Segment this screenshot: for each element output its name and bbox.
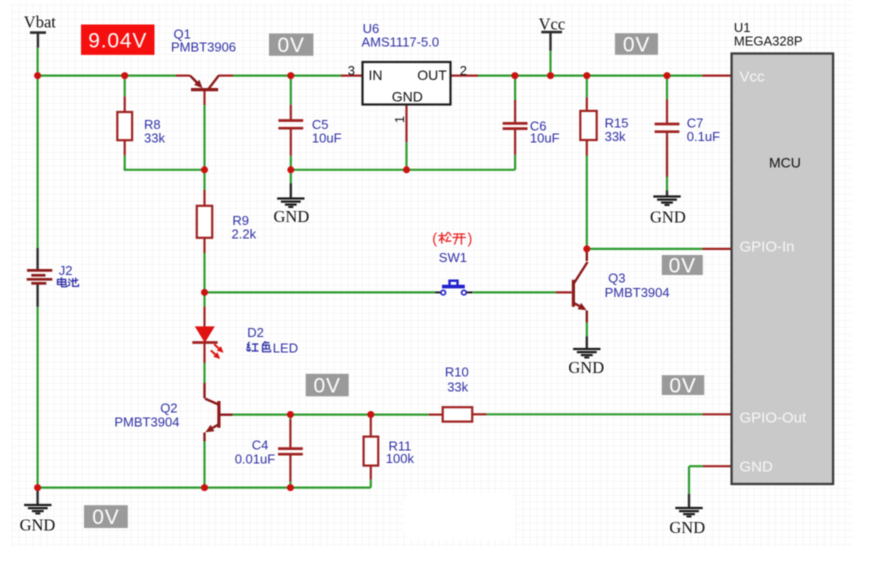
- svg-text:10uF: 10uF: [312, 131, 342, 146]
- svg-text:MCU: MCU: [769, 155, 801, 171]
- svg-text:Q1: Q1: [174, 27, 191, 42]
- svg-text:AMS1117-5.0: AMS1117-5.0: [362, 35, 440, 50]
- svg-text:2: 2: [460, 63, 467, 78]
- svg-text:): ): [468, 231, 473, 247]
- svg-text:R9: R9: [232, 213, 249, 228]
- svg-text:SW1: SW1: [439, 250, 467, 265]
- svg-text:PMBT3904: PMBT3904: [114, 414, 179, 429]
- svg-text:C6: C6: [530, 119, 547, 134]
- svg-text:1: 1: [392, 116, 407, 123]
- svg-text:Vcc: Vcc: [539, 14, 566, 33]
- svg-text:PMBT3906: PMBT3906: [171, 40, 236, 55]
- svg-text:Vcc: Vcc: [740, 69, 766, 86]
- svg-text:GND: GND: [274, 207, 310, 226]
- svg-text:33k: 33k: [144, 131, 165, 146]
- svg-text:0V: 0V: [278, 34, 305, 57]
- svg-text:GND: GND: [740, 458, 774, 475]
- svg-text:LED: LED: [273, 341, 298, 356]
- svg-text:R11: R11: [389, 439, 412, 454]
- svg-text:33k: 33k: [605, 129, 626, 144]
- svg-text:100k: 100k: [386, 451, 415, 466]
- svg-text:GND: GND: [650, 207, 686, 226]
- svg-text:Vbat: Vbat: [24, 13, 56, 32]
- svg-text:(: (: [432, 231, 437, 247]
- svg-text:R10: R10: [445, 365, 469, 380]
- svg-text:C5: C5: [312, 117, 329, 132]
- svg-text:MEGA328P: MEGA328P: [734, 33, 803, 48]
- svg-text:IN: IN: [369, 67, 383, 83]
- svg-text:10uF: 10uF: [530, 131, 560, 146]
- svg-text:0V: 0V: [669, 375, 696, 398]
- svg-text:U1: U1: [734, 20, 751, 35]
- svg-text:0.01uF: 0.01uF: [235, 451, 276, 466]
- svg-text:D2: D2: [247, 325, 264, 340]
- svg-text:R15: R15: [605, 116, 629, 131]
- svg-text:3: 3: [348, 63, 355, 78]
- svg-text:C7: C7: [687, 116, 704, 131]
- svg-text:GND: GND: [392, 88, 423, 104]
- svg-text:GND: GND: [568, 358, 604, 377]
- svg-text:33k: 33k: [447, 380, 468, 395]
- svg-text:0V: 0V: [669, 255, 696, 278]
- svg-text:GND: GND: [20, 516, 56, 535]
- svg-text:0V: 0V: [314, 375, 341, 398]
- svg-text:C4: C4: [252, 438, 269, 453]
- svg-text:J2: J2: [59, 263, 73, 278]
- svg-text:GND: GND: [669, 518, 705, 537]
- svg-text:GPIO-Out: GPIO-Out: [740, 410, 808, 427]
- svg-text:OUT: OUT: [417, 67, 447, 83]
- svg-text:9.04V: 9.04V: [88, 29, 147, 52]
- svg-text:R8: R8: [144, 117, 161, 132]
- svg-text:GPIO-In: GPIO-In: [740, 238, 795, 255]
- svg-text:Q3: Q3: [608, 271, 625, 286]
- svg-text:U6: U6: [363, 21, 380, 36]
- svg-text:0V: 0V: [92, 506, 119, 529]
- svg-text:2.2k: 2.2k: [232, 227, 257, 242]
- svg-text:Q2: Q2: [160, 400, 177, 415]
- svg-text:0V: 0V: [623, 34, 650, 57]
- svg-text:0.1uF: 0.1uF: [687, 129, 720, 144]
- svg-text:PMBT3904: PMBT3904: [605, 285, 670, 300]
